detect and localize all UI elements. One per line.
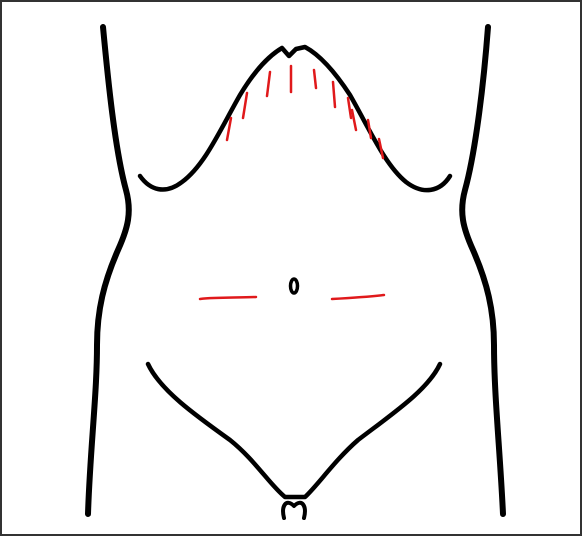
diagram-canvas xyxy=(0,0,587,537)
abdomen-diagram xyxy=(0,0,587,537)
